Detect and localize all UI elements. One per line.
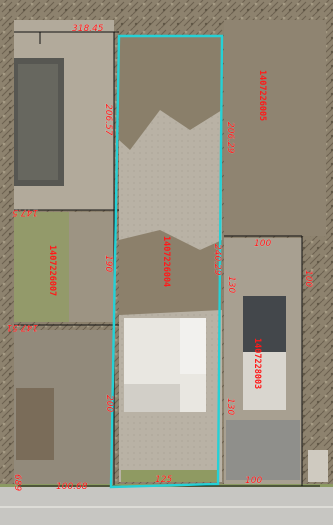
left-lot-middle [69,212,114,322]
parcel-id-north-right[interactable]: 1407226005 [257,70,267,121]
right-outbuilding [308,450,328,482]
dim-right-side-lower: 130 [225,398,235,415]
left-lawn [14,212,69,322]
dim-middle-left-lot: 147.51 [7,322,39,332]
dim-right-side-upper: 130 [226,276,236,293]
subject-lawn [121,470,218,482]
dim-subject-bottom: 125 [155,475,172,485]
subject-tree-band [119,230,222,315]
subject-tree-cover [119,36,222,150]
dim-upper-left-lot: 147.5 [12,207,38,217]
right-lot-north [224,20,326,236]
dim-right-lot-top: 100 [254,239,271,249]
parcel-id-left[interactable]: 1407226007 [47,245,57,296]
subject-building-shadow [124,384,180,412]
dim-bottom-right-frontage: 100 [245,476,262,486]
dim-right-lot-edge: 100 [303,270,313,287]
dim-subject-lower-right: 240.29 [212,244,222,276]
left-building-south [16,388,54,460]
parcel-id-right-building[interactable]: 1407228003 [252,338,262,389]
dim-lower-left-side: 200 [104,395,114,412]
left-building-north-roof [18,64,58,180]
subject-building-wing [180,318,206,374]
right-building-front [243,352,286,410]
right-parking [226,420,300,480]
road [0,486,333,525]
dim-subject-left: 206.57 [103,104,113,136]
dim-bottom-left-frontage: 100.68 [56,482,88,492]
dim-mid-left-side: 190 [103,255,113,272]
parcel-id-subject[interactable]: 1407226004 [161,236,171,287]
dim-subject-right: 206.29 [225,122,235,154]
dim-top-frontage: 318.45 [72,24,104,34]
subject-parcel-outline[interactable] [109,34,224,489]
dim-far-left-bottom: 689 [12,474,22,491]
